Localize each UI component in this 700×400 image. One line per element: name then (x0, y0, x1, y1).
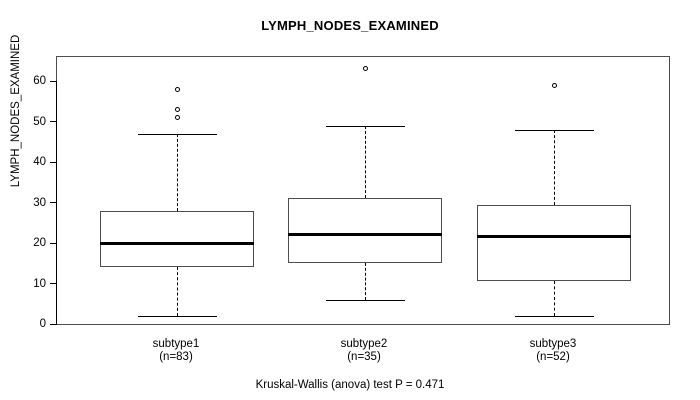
y-tick-mark (50, 161, 57, 163)
y-tick-label: 60 (33, 75, 46, 87)
median-line (477, 235, 631, 239)
lower-whisker-line (177, 267, 178, 316)
box-plot-group (57, 57, 671, 324)
x-axis-label-subtype3: subtype3(n=52) (478, 338, 628, 364)
y-tick-mark (50, 202, 57, 203)
upper-whisker-cap (514, 129, 594, 131)
y-tick-mark (50, 283, 57, 284)
x-axis-group-count: (n=52) (536, 351, 570, 363)
x-axis-group-name: subtype2 (340, 338, 388, 350)
y-tick-mark (50, 242, 57, 244)
y-tick-label: 40 (33, 156, 46, 168)
chart-subtitle: Kruskal-Wallis (anova) test P = 0.471 (255, 379, 445, 391)
lower-whisker-cap (137, 315, 217, 317)
outlier-point (551, 82, 557, 88)
upper-whisker-line (554, 129, 555, 205)
y-tick-label: 10 (33, 277, 46, 290)
y-axis-title: LYMPH_NODES_EXAMINED (10, 34, 22, 188)
y-tick-label: 0 (39, 318, 46, 330)
box-plot-group (57, 57, 671, 324)
upper-whisker-line (177, 133, 178, 211)
y-tick-label: 30 (33, 196, 46, 209)
box-iqr-rect (288, 198, 442, 264)
y-tick-mark (50, 323, 57, 325)
outlier-point (174, 114, 180, 120)
median-line (288, 233, 442, 237)
outlier-point (174, 106, 180, 112)
x-axis-label-subtype1: subtype1(n=83) (101, 338, 251, 364)
chart-title: LYMPH_NODES_EXAMINED (261, 18, 439, 33)
x-axis-group-name: subtype1 (152, 338, 200, 350)
lower-whisker-cap (325, 299, 405, 301)
outlier-point (174, 86, 180, 92)
y-axis-line (56, 81, 57, 324)
y-tick-mark (50, 121, 57, 122)
box-iqr-rect (477, 204, 631, 282)
lower-whisker-cap (514, 315, 594, 317)
median-line (100, 241, 254, 245)
plot-area: 0 10 20 30 40 50 60 (33, 56, 671, 330)
y-tick-label: 20 (33, 237, 46, 249)
x-axis-group-count: (n=35) (347, 351, 381, 363)
x-axis-group-count: (n=83) (159, 351, 193, 363)
upper-whisker-cap (325, 125, 405, 127)
lower-whisker-line (365, 263, 366, 300)
upper-whisker-cap (137, 133, 217, 135)
y-tick-label: 50 (33, 115, 46, 128)
box-plot-group (57, 57, 671, 324)
y-tick-mark (50, 80, 57, 82)
x-axis-group-name: subtype3 (529, 338, 577, 350)
upper-whisker-line (365, 125, 366, 199)
lower-whisker-line (554, 281, 555, 316)
outlier-point (362, 66, 368, 72)
box-iqr-rect (100, 210, 254, 268)
x-axis-label-subtype2: subtype2(n=35) (289, 338, 439, 364)
